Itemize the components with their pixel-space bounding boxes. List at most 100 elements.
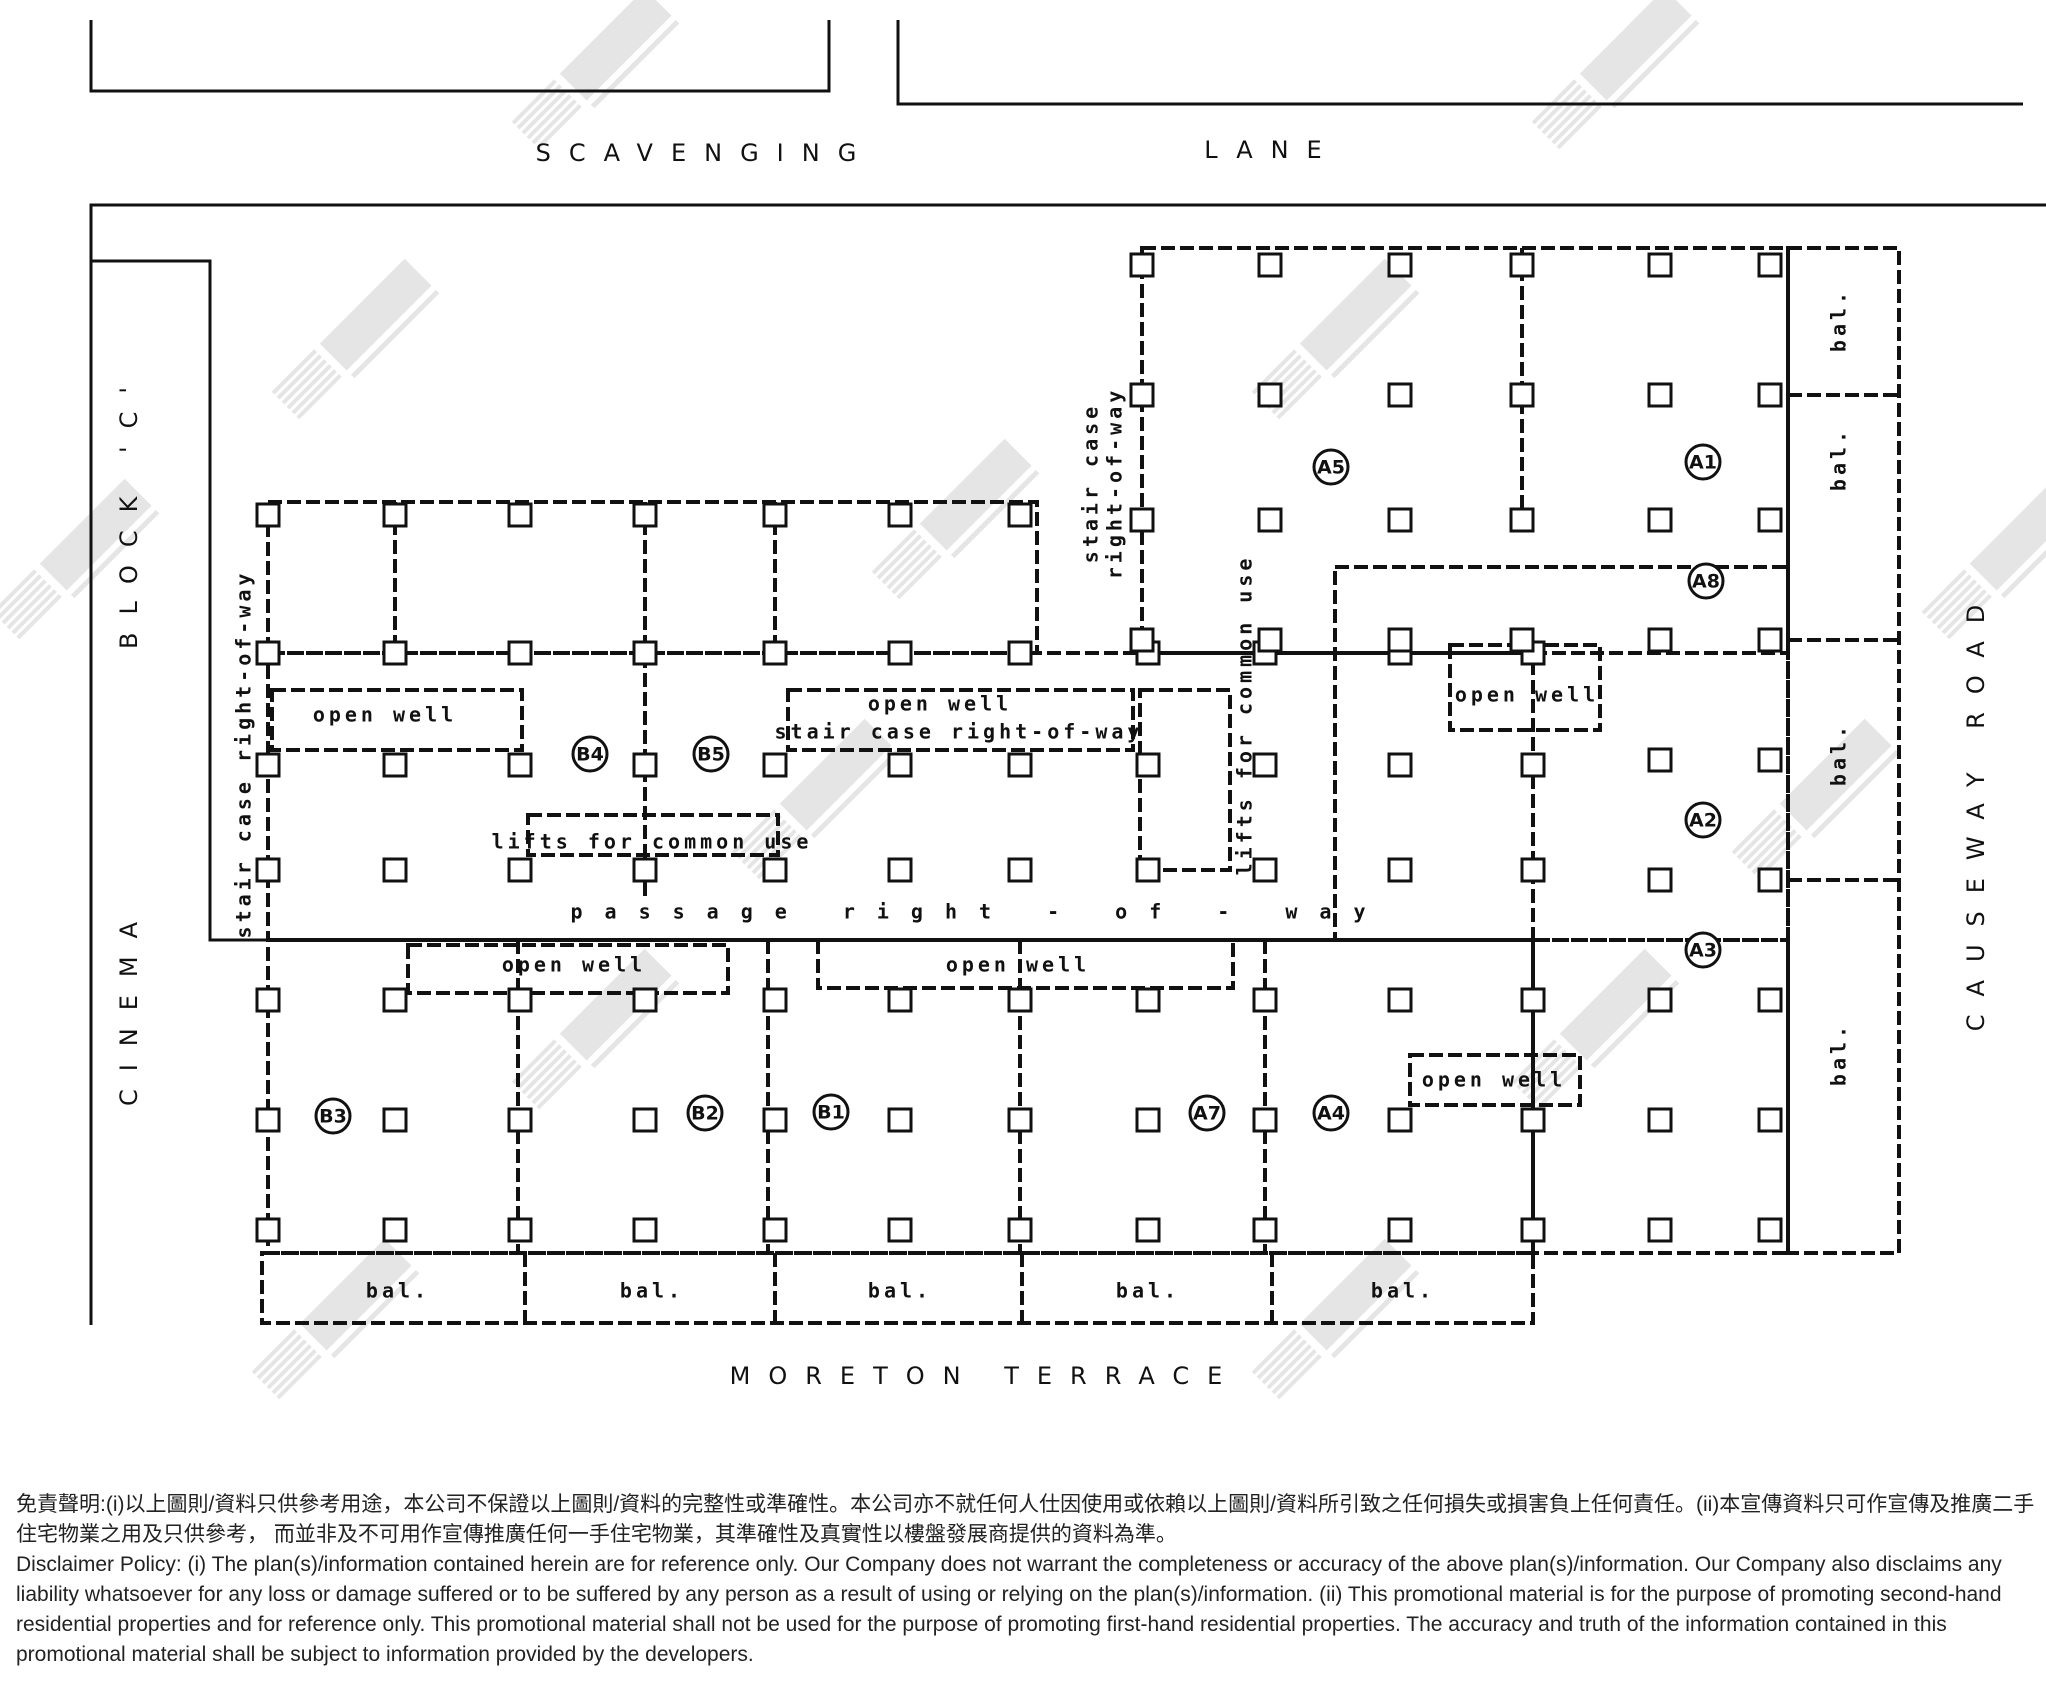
column [762,640,788,666]
column [1509,252,1535,278]
column [1520,857,1546,883]
balcony-label: bal. [620,1279,684,1303]
column [762,857,788,883]
column [1647,867,1673,893]
column [1257,382,1283,408]
unit-label: A7 [1193,1103,1221,1125]
column [1647,987,1673,1013]
column [1387,752,1413,778]
column [1520,1217,1546,1243]
column [1007,857,1033,883]
column [382,502,408,528]
open-well-label: open well [1455,683,1599,707]
midland-logo-watermark [511,0,680,150]
unit-label: B1 [817,1102,845,1124]
midland-logo-watermark [1251,258,1420,420]
column [1757,987,1783,1013]
balcony-label: bal. [868,1279,932,1303]
column [1257,627,1283,653]
unit-a3: A3 [1684,931,1722,969]
unit-label: A2 [1689,810,1717,832]
column [255,502,281,528]
column [1007,1217,1033,1243]
column [1757,507,1783,533]
unit-circle [1684,443,1722,481]
unit-label: A8 [1692,571,1720,593]
column [1387,1107,1413,1133]
column [1647,1217,1673,1243]
column [382,857,408,883]
column [887,752,913,778]
column [762,752,788,778]
open-well-label: open well [946,953,1090,977]
column [632,857,658,883]
midland-logo-watermark [1921,478,2046,640]
passage-label: passage right - of - way [571,900,1388,924]
column [1647,507,1673,533]
column [1129,627,1155,653]
balcony-labels: bal.bal.bal.bal.bal.bal.bal.bal.bal. [366,288,1851,1303]
column [1135,857,1161,883]
column [382,640,408,666]
column [1647,382,1673,408]
unit-b3: B3 [314,1097,352,1135]
column [1007,502,1033,528]
midland-logo-watermark [1531,0,1700,150]
balcony-label: bal. [1116,1279,1180,1303]
column [1252,1217,1278,1243]
column [1757,747,1783,773]
balcony-label: bal. [1371,1279,1435,1303]
column [1387,627,1413,653]
unit-label: A5 [1317,457,1345,479]
stair-case-label: stair case right-of-way [232,570,256,939]
midland-logo-watermark [731,718,900,880]
column [632,752,658,778]
unit-circle [571,735,609,773]
column [255,857,281,883]
unit-circle [1684,801,1722,839]
open-well-label: open well [868,692,1012,716]
disclaimer-en: Disclaimer Policy: (i) The plan(s)/infor… [16,1553,2002,1666]
structural-columns [255,252,1783,1243]
column [1647,1107,1673,1133]
unit-label: A4 [1317,1103,1345,1125]
unit-circle [692,735,730,773]
unit-a2: A2 [1684,801,1722,839]
column [1007,752,1033,778]
unit-b5: B5 [692,735,730,773]
unit-circle [1312,1094,1350,1132]
street-label-moreton-terrace: MORETON TERRACE [730,1362,1241,1390]
column [1509,382,1535,408]
column [255,1217,281,1243]
unit-label: B2 [691,1103,719,1125]
column [382,1107,408,1133]
column [1757,252,1783,278]
street-label-scavenging: SCAVENGING [536,139,875,167]
column [887,987,913,1013]
column [1387,382,1413,408]
unit-b4: B4 [571,735,609,773]
street-label-lane: LANE [1204,136,1339,164]
column [1007,987,1033,1013]
column [1509,507,1535,533]
column [507,752,533,778]
street-label-causeway-road: CAUSEWAY ROAD [1962,587,1990,1031]
midland-logo-watermark [1731,718,1900,880]
site-boundaries [89,20,2046,1325]
column [1520,752,1546,778]
column [507,640,533,666]
unit-b2: B2 [686,1094,724,1132]
open-well-label: open well [1422,1068,1566,1092]
column [507,502,533,528]
column [255,1107,281,1133]
unit-circle [1687,562,1725,600]
column [1387,507,1413,533]
column [382,987,408,1013]
label-block-c: BLOCK 'C' [115,369,143,649]
column [1647,627,1673,653]
watermarks [0,0,2046,1400]
column [1135,1107,1161,1133]
column [507,1217,533,1243]
column [887,857,913,883]
